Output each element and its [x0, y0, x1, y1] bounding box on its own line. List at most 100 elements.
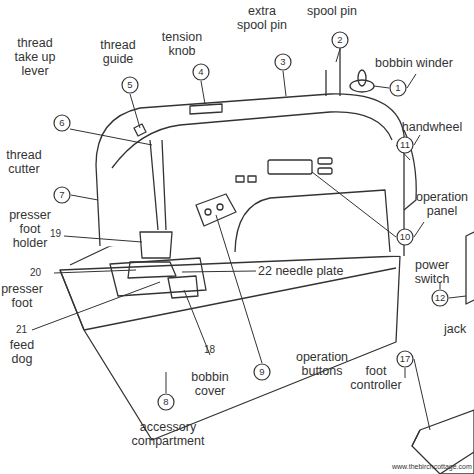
leader-line	[54, 270, 136, 273]
callout-number: 19	[50, 228, 70, 240]
circle-shape	[193, 64, 209, 80]
thread-guide-part	[134, 124, 146, 136]
callout-circle: 6	[53, 114, 71, 132]
circle-shape	[390, 80, 406, 96]
leader-line	[283, 71, 286, 96]
callout-number: 6	[53, 114, 71, 132]
callout-number: 7	[53, 186, 71, 204]
circle-shape	[254, 364, 270, 380]
head-contour	[112, 112, 392, 168]
bobbin-winder-part	[358, 70, 366, 86]
callout-circle: 9	[253, 363, 271, 381]
take-up-lever-part	[150, 140, 166, 230]
circle-shape	[432, 290, 448, 306]
callout-circle: 5	[121, 76, 139, 94]
leader-line	[216, 215, 262, 363]
leader-line	[336, 49, 340, 62]
circle-shape	[275, 54, 291, 70]
leader-line	[312, 172, 424, 237]
button-dot	[205, 209, 211, 215]
circle-shape	[122, 77, 138, 93]
part-label: thread cutter	[0, 148, 49, 176]
leader-line	[201, 81, 205, 104]
leader-line	[71, 195, 98, 200]
leader-line	[182, 271, 256, 272]
part-label: feed dog	[2, 338, 42, 366]
part-label: foot controller	[341, 364, 411, 392]
callout-number: 11	[396, 136, 414, 154]
callout-circle: 1	[389, 79, 407, 97]
callout-number: 12	[431, 289, 449, 307]
presser-holder-part	[140, 232, 172, 258]
circle-shape	[397, 229, 413, 245]
panel-button	[318, 158, 332, 164]
machine-outline	[60, 48, 474, 474]
callout-number: 17	[396, 350, 414, 368]
circle-shape	[54, 187, 70, 203]
part-label: thread guide	[93, 38, 143, 66]
circle-shape	[332, 32, 348, 48]
callout-number: 3	[274, 53, 292, 71]
part-label: handwheel	[387, 120, 474, 134]
callout-number: 2	[331, 31, 349, 49]
part-label: presser foot	[0, 282, 45, 310]
part-label: power switch	[402, 258, 462, 286]
circle-shape	[158, 394, 174, 410]
callout-circle: 11	[396, 136, 414, 154]
callout-number: 18	[204, 344, 224, 356]
panel-button	[318, 168, 332, 174]
panel-button	[236, 176, 244, 182]
leader-line	[405, 359, 430, 430]
part-label: spool pin	[292, 4, 372, 18]
leader-line	[64, 236, 142, 242]
part-label: presser foot holder	[4, 208, 56, 250]
arm-cavity	[235, 190, 390, 252]
circle-shape	[54, 115, 70, 131]
callout-number: 4	[192, 63, 210, 81]
part-label: jack	[444, 322, 474, 336]
machine-base	[60, 256, 400, 440]
watermark: www.thebirchcottage.com	[392, 463, 474, 472]
leader-lines	[32, 49, 466, 430]
base-edge	[60, 268, 396, 330]
leader-line	[32, 282, 160, 330]
callout-circle: 7	[53, 186, 71, 204]
leader-line	[70, 129, 152, 145]
side-panel	[466, 232, 474, 304]
callout-circle: 4	[192, 63, 210, 81]
leader-line	[130, 94, 140, 128]
callout-number: 8	[157, 393, 175, 411]
lcd-display	[268, 160, 312, 174]
panel-button	[248, 176, 256, 182]
button-dot	[217, 204, 223, 210]
part-label: 22 needle plate	[258, 264, 368, 278]
callout-circle: 17	[396, 350, 414, 368]
bobbin-cover-part	[168, 276, 198, 298]
part-label: tension knob	[154, 30, 210, 58]
callout-number: 20	[30, 267, 50, 279]
part-label: extra spool pin	[232, 4, 292, 32]
callout-circle: 3	[274, 53, 292, 71]
callout-number: 21	[16, 324, 36, 336]
circle-shape	[397, 351, 413, 367]
callout-circle: 2	[331, 31, 349, 49]
part-label: operation buttons	[277, 350, 367, 378]
callout-number: 9	[253, 363, 271, 381]
callout-number: 10	[396, 228, 414, 246]
leader-line	[166, 372, 167, 393]
spool-pin-part	[326, 48, 340, 96]
callout-number: 5	[121, 76, 139, 94]
callout-number: 1	[389, 79, 407, 97]
needle-plate-part	[110, 258, 206, 296]
callout-circle: 8	[157, 393, 175, 411]
operation-buttons-part	[196, 194, 236, 226]
leader-line	[396, 135, 420, 160]
part-label: thread take up lever	[4, 36, 66, 78]
part-label: bobbin cover	[180, 370, 240, 398]
part-label: bobbin winder	[364, 56, 464, 70]
callout-circle: 10	[396, 228, 414, 246]
circle-shape	[397, 137, 413, 153]
callout-circle: 12	[431, 289, 449, 307]
part-label: accessory compartment	[118, 420, 218, 448]
